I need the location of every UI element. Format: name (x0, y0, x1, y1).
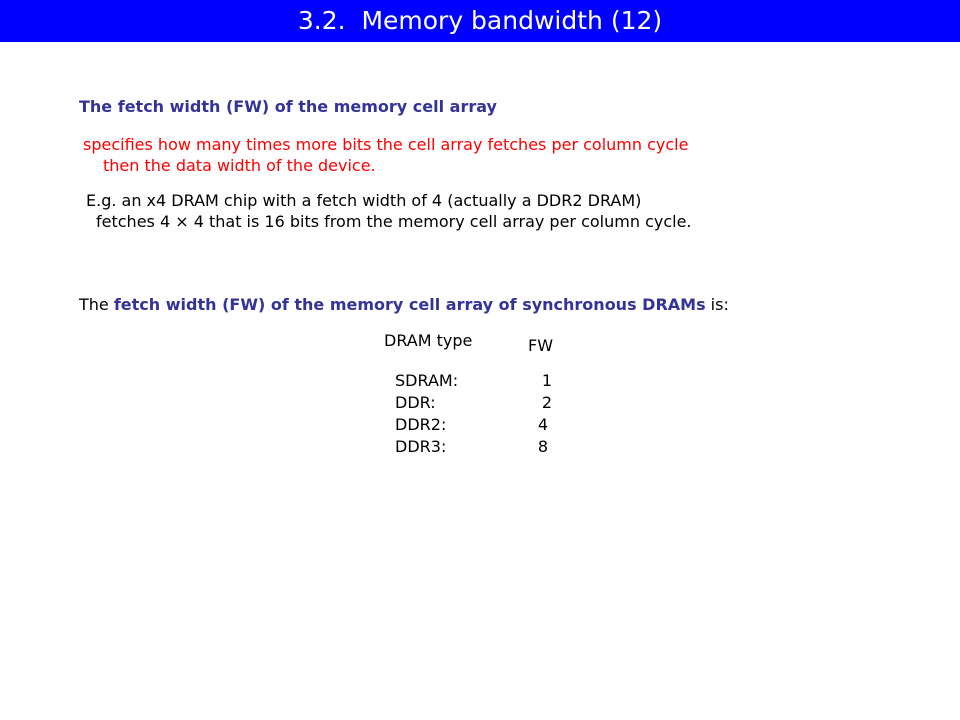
summary-prefix: The (79, 295, 114, 314)
table-row: SDRAM: 1 (395, 370, 557, 392)
table-row: DDR2: 4 (395, 414, 557, 436)
dram-type-cell: DDR: (395, 393, 436, 412)
definition-text: specifies how many times more bits the c… (83, 134, 688, 176)
table-row: DDR: 2 (395, 392, 557, 414)
column-header-fw: FW (528, 336, 554, 355)
fw-cell: 8 (537, 437, 549, 456)
summary-highlight: fetch width (FW) of the memory cell arra… (113, 295, 706, 314)
slide-title: 3.2. Memory bandwidth (12) (0, 0, 960, 42)
fw-cell: 4 (537, 415, 549, 434)
summary-suffix: is: (705, 295, 729, 314)
example-text: E.g. an x4 DRAM chip with a fetch width … (86, 190, 692, 232)
dram-type-cell: DDR3: (395, 437, 447, 456)
dram-type-cell: SDRAM: (395, 371, 459, 390)
definition-line-1: specifies how many times more bits the c… (83, 135, 689, 154)
fw-cell: 1 (541, 371, 553, 390)
section-heading: The fetch width (FW) of the memory cell … (79, 97, 497, 116)
column-header-dram-type: DRAM type (384, 331, 473, 350)
definition-line-2: then the data width of the device. (103, 156, 376, 175)
example-line-2: fetches 4 × 4 that is 16 bits from the m… (96, 212, 692, 231)
example-line-1: E.g. an x4 DRAM chip with a fetch width … (86, 191, 642, 210)
summary-sentence: The fetch width (FW) of the memory cell … (79, 295, 729, 314)
dram-type-cell: DDR2: (395, 415, 447, 434)
fetch-width-table: SDRAM: 1 DDR: 2 DDR2: 4 DDR3: 8 (395, 370, 557, 458)
fw-cell: 2 (541, 393, 553, 412)
table-row: DDR3: 8 (395, 436, 557, 458)
